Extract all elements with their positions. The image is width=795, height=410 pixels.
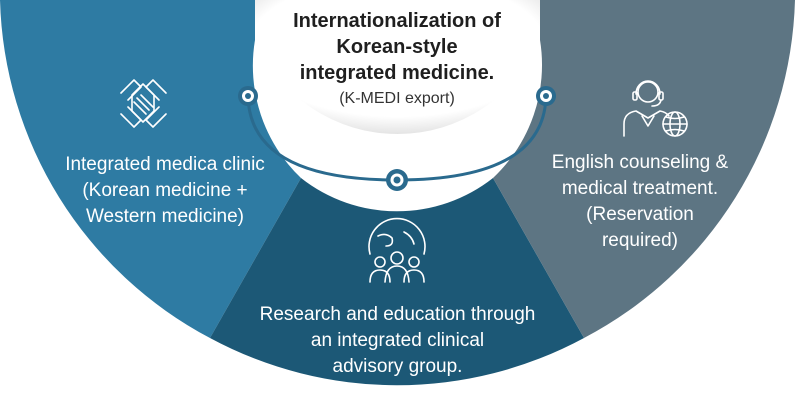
segment-left-line: Integrated medica clinic — [65, 154, 265, 175]
handshake-icon — [120, 79, 167, 128]
segment-left-line: Western medicine) — [85, 206, 245, 227]
center-title-line: Internationalization of — [293, 10, 501, 32]
segment-left-text: Integrated medica clinic (Korean medicin… — [20, 152, 310, 230]
segment-bottom-text: Research and education through an integr… — [230, 302, 565, 380]
segment-research-education — [210, 178, 584, 386]
arc-node-left — [238, 86, 258, 106]
segment-right-line: (Reservation — [586, 204, 694, 225]
center-subtitle: (K-MEDI export) — [339, 90, 455, 107]
arc-node-center — [386, 169, 408, 191]
headset-globe-icon — [623, 80, 688, 137]
center-title-line: integrated medicine. — [299, 62, 495, 84]
center-title: Internationalization of Korean-style int… — [262, 8, 532, 86]
arc-node-right — [536, 86, 556, 106]
segment-left-line: (Korean medicine + — [82, 180, 248, 201]
segment-bottom-line: advisory group. — [332, 356, 463, 377]
segment-right-line: medical treatment. — [561, 178, 719, 199]
center-title-line: Korean-style — [336, 36, 458, 58]
segment-integrated-clinic — [0, 0, 301, 338]
center-disc — [255, 0, 540, 135]
segment-right-line: required) — [601, 230, 679, 251]
globe-group-icon — [368, 217, 426, 283]
segment-right-line: English counseling & — [551, 152, 729, 173]
segment-english-counseling — [493, 0, 795, 338]
segment-bottom-line: Research and education through — [259, 304, 536, 325]
segment-bottom-line: an integrated clinical — [310, 330, 485, 351]
segment-right-text: English counseling & medical treatment. … — [500, 150, 780, 254]
